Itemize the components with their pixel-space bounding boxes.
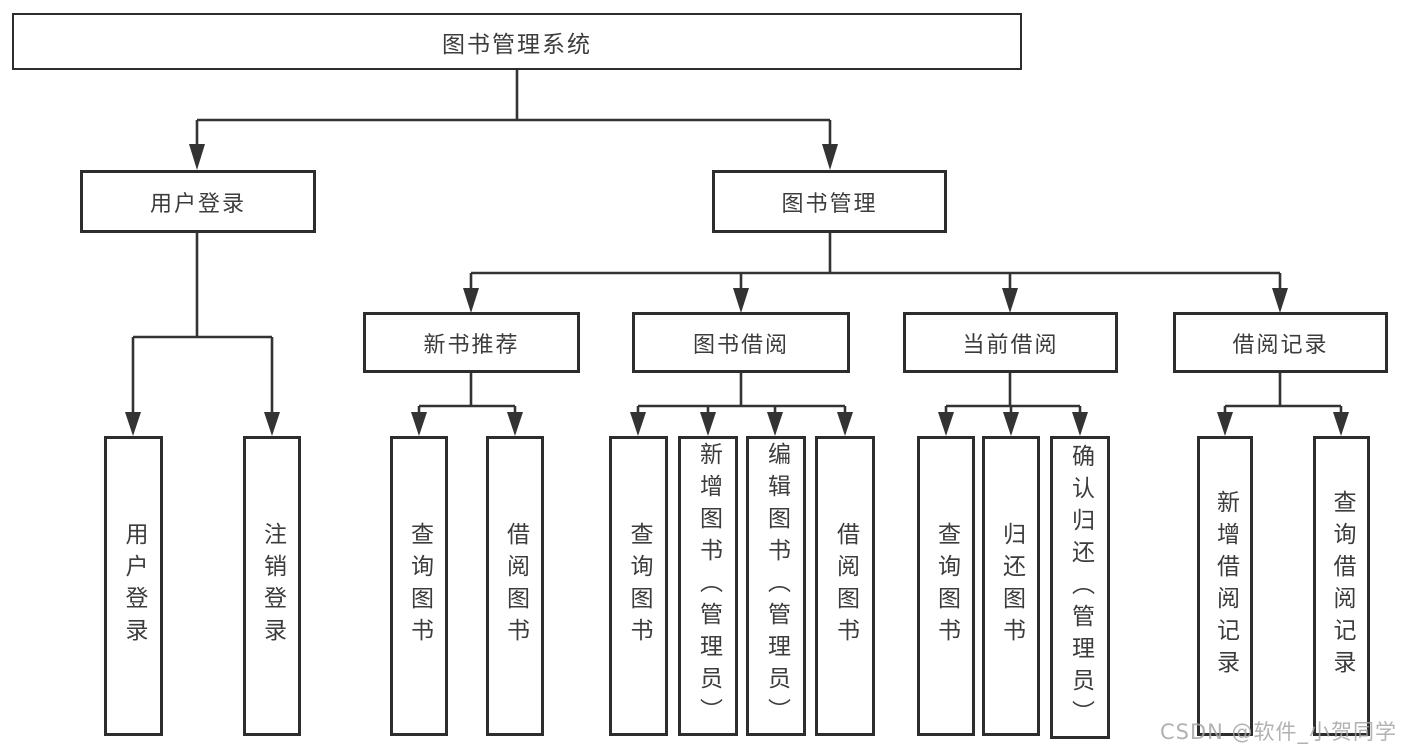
section-book-borrow: 图书借阅: [632, 312, 850, 373]
leaf-query-books-recommend: 查询图书: [390, 436, 448, 736]
leaf-user-login: 用户登录: [104, 436, 163, 736]
leaf-borrow-books-recommend: 借阅图书: [486, 436, 544, 736]
node-library-management-system: 图书管理系统: [12, 13, 1022, 70]
leaf-query-borrow-record: 查询借阅记录: [1313, 436, 1370, 736]
leaf-logout: 注销登录: [243, 436, 301, 736]
leaf-query-books-current: 查询图书: [917, 436, 975, 736]
leaf-confirm-return-admin: 确认归还（管理员）: [1050, 436, 1110, 739]
leaf-edit-book-admin: 编辑图书（管理员）: [746, 436, 806, 736]
leaf-return-books: 归还图书: [982, 436, 1040, 736]
csdn-watermark: CSDN @软件_小贺同学: [1160, 720, 1398, 744]
branch-book-management: 图书管理: [712, 170, 947, 233]
section-borrow-records: 借阅记录: [1173, 312, 1388, 373]
section-new-book-recommend: 新书推荐: [363, 312, 580, 373]
leaf-add-book-admin: 新增图书（管理员）: [678, 436, 738, 736]
leaf-query-books-borrow: 查询图书: [609, 436, 668, 736]
branch-user-login: 用户登录: [80, 170, 316, 233]
leaf-borrow-books: 借阅图书: [815, 436, 875, 736]
leaf-add-borrow-record: 新增借阅记录: [1197, 436, 1253, 736]
section-current-borrow: 当前借阅: [903, 312, 1118, 373]
